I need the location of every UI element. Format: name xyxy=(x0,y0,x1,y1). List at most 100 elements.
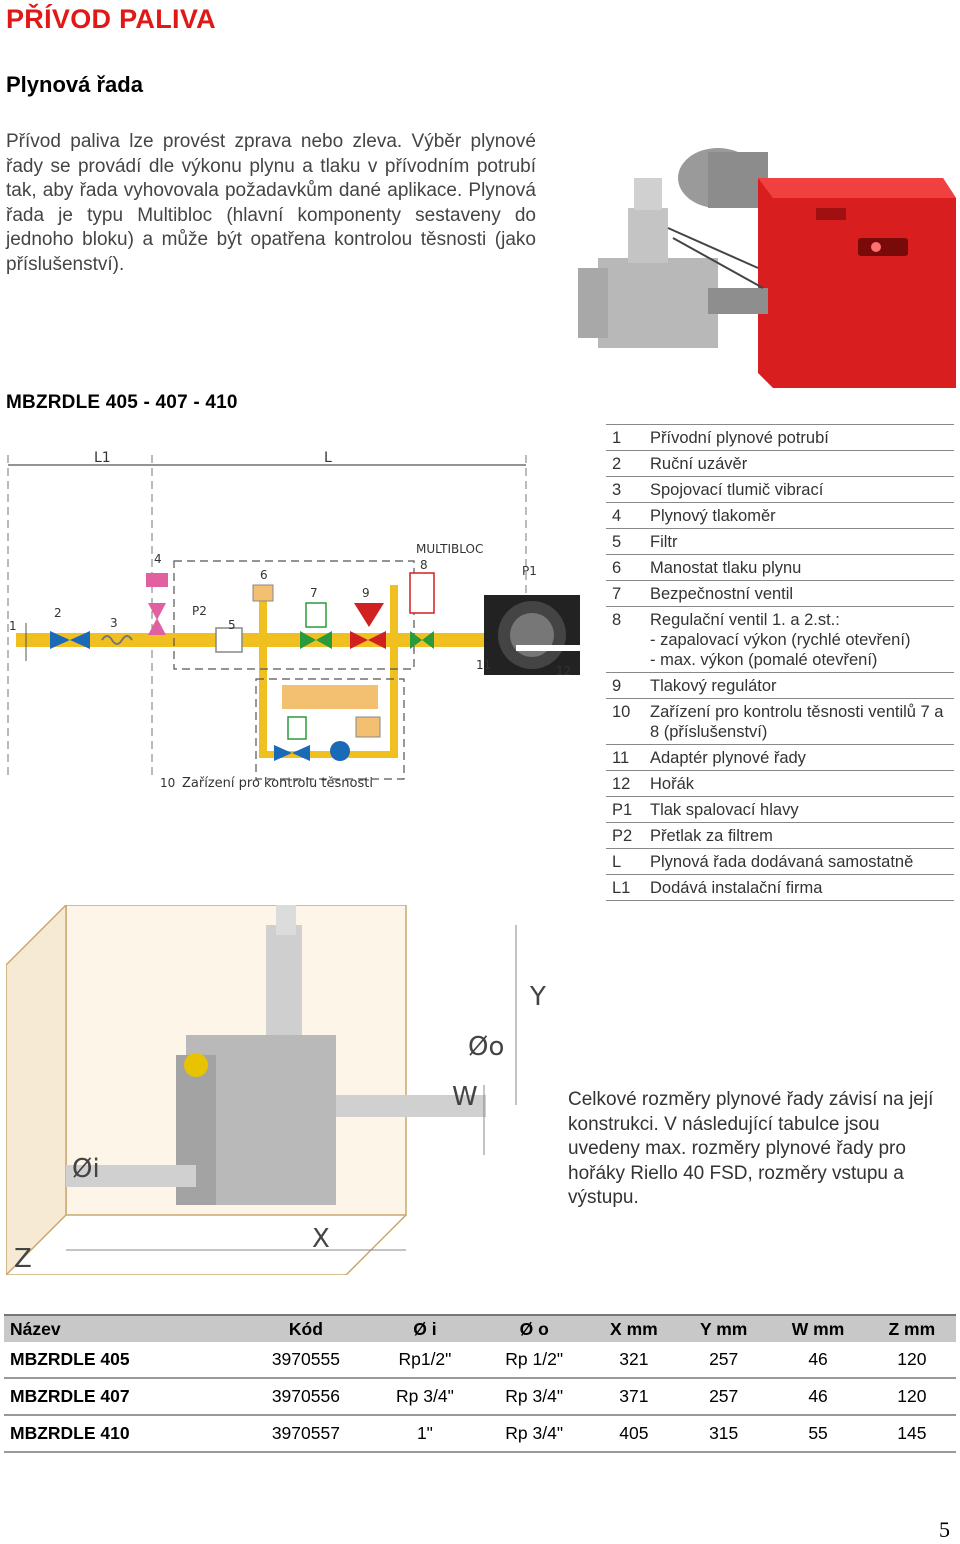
table-cell: 1" xyxy=(370,1415,480,1453)
dimension-drawing: Y W Øo Øi X Z xyxy=(6,905,554,1275)
table-row: MBZRDLE 405 3970555 Rp1/2" Rp 1/2" 321 2… xyxy=(4,1342,956,1379)
legend-text: Adaptér plynové řady xyxy=(650,749,806,767)
legend-text: Dodává instalační firma xyxy=(650,879,823,897)
legend-item: P2 Přetlak za filtrem xyxy=(606,823,954,849)
legend-number: 4 xyxy=(612,507,622,525)
legend-number: P1 xyxy=(612,801,633,819)
col-x-header: X mm xyxy=(588,1314,679,1342)
legend-number: L xyxy=(612,853,622,871)
col-inlet-header: Ø i xyxy=(370,1314,480,1342)
legend-item: 3 Spojovací tlumič vibrací xyxy=(606,477,954,503)
component-4-label: 4 xyxy=(154,552,162,566)
gas-train-diagram: L1 L MULTIBLOC 1 2 3 4 5 6 7 9 8 P2 P1 1 xyxy=(6,435,586,800)
dimensions-table: Název Kód Ø i Ø o X mm Y mm W mm Z mm MB… xyxy=(4,1314,956,1453)
table-cell: MBZRDLE 407 xyxy=(4,1378,242,1416)
leak-test-caption: Zařízení pro kontrolu těsnosti xyxy=(182,776,373,791)
legend-number: 3 xyxy=(612,481,622,499)
dimensions-note: Celkové rozměry plynové řady závisí na j… xyxy=(568,1089,934,1208)
table-cell: 315 xyxy=(678,1415,769,1453)
inlet-diameter-label: Øi xyxy=(72,1154,100,1184)
component-9-label: 9 xyxy=(362,586,370,600)
legend-text: Tlakový regulátor xyxy=(650,677,777,695)
col-z-header: Z mm xyxy=(867,1314,956,1342)
component-3-label: 3 xyxy=(110,616,118,630)
legend-number: 10 xyxy=(612,703,631,721)
legend-item: 10 Zařízení pro kontrolu těsnosti ventilů… xyxy=(606,699,954,745)
table-cell: Rp 1/2" xyxy=(479,1342,589,1379)
legend-text: Tlak spalovací hlavy xyxy=(650,801,799,819)
legend-number: 5 xyxy=(612,533,622,551)
component-5-label: 5 xyxy=(228,618,236,632)
page-title: PŘÍVOD PALIVA xyxy=(6,4,216,34)
legend-text: Hořák xyxy=(650,775,695,793)
legend-number: 7 xyxy=(612,585,622,603)
legend-item: 1 Přívodní plynové potrubí xyxy=(606,424,954,451)
legend-number: L1 xyxy=(612,879,631,897)
legend-number: P2 xyxy=(612,827,633,845)
legend-text: Ruční uzávěr xyxy=(650,455,748,473)
legend-text: Zařízení pro kontrolu těsnosti ventilů 7… xyxy=(650,703,944,741)
col-name-header: Název xyxy=(4,1314,242,1342)
dim-y-label: Y xyxy=(529,982,546,1012)
col-y-header: Y mm xyxy=(678,1314,769,1342)
table-cell: 55 xyxy=(768,1415,868,1453)
legend-text: Regulační ventil 1. a 2.st.: - zapalovac… xyxy=(650,611,911,669)
legend-number: 12 xyxy=(612,775,631,793)
table-cell: 3970555 xyxy=(241,1342,371,1379)
legend-item: 9 Tlakový regulátor xyxy=(606,673,954,699)
legend-text: Bezpečnostní ventil xyxy=(650,585,794,603)
legend-text: Přetlak za filtrem xyxy=(650,827,773,845)
page-number: 5 xyxy=(939,1517,950,1542)
component-2-label: 2 xyxy=(54,606,62,620)
legend-number: 1 xyxy=(612,429,622,447)
table-cell: Rp 3/4" xyxy=(370,1378,480,1416)
component-6-label: 6 xyxy=(260,568,268,582)
table-cell: 405 xyxy=(588,1415,679,1453)
multibloc-label: MULTIBLOC xyxy=(416,542,483,556)
legend-text: Plynová řada dodávaná samostatně xyxy=(650,853,914,871)
legend-item: 4 Plynový tlakoměr xyxy=(606,503,954,529)
legend-item: 2 Ruční uzávěr xyxy=(606,451,954,477)
table-row: MBZRDLE 407 3970556 Rp 3/4" Rp 3/4" 371 … xyxy=(4,1378,956,1416)
table-cell: Rp 3/4" xyxy=(479,1415,589,1453)
legend-number: 2 xyxy=(612,455,622,473)
component-11-label: 11 xyxy=(476,658,491,672)
legend-number: 9 xyxy=(612,677,622,695)
table-cell: Rp 3/4" xyxy=(479,1378,589,1416)
table-cell: 46 xyxy=(768,1342,868,1379)
table-cell: 120 xyxy=(867,1342,956,1379)
dim-z-label: Z xyxy=(14,1244,32,1274)
legend-number: 6 xyxy=(612,559,622,577)
dim-l-label: L xyxy=(324,450,332,466)
legend-item: 8 Regulační ventil 1. a 2.st.: - zapalova… xyxy=(606,607,954,673)
section-title: Plynová řada xyxy=(6,72,143,97)
dim-x-label: X xyxy=(312,1224,330,1254)
table-cell: 120 xyxy=(867,1378,956,1416)
table-cell: 371 xyxy=(588,1378,679,1416)
legend-list: 1 Přívodní plynové potrubí 2 Ruční uzávěr 3 S… xyxy=(606,424,954,901)
legend-text: Spojovací tlumič vibrací xyxy=(650,481,824,499)
table-cell: 145 xyxy=(867,1415,956,1453)
legend-item: 12 Hořák xyxy=(606,771,954,797)
burner-photo xyxy=(558,138,956,388)
p1-label: P1 xyxy=(522,564,537,578)
legend-text: Přívodní plynové potrubí xyxy=(650,429,829,447)
table-header-row: Název Kód Ø i Ø o X mm Y mm W mm Z mm xyxy=(4,1314,956,1342)
component-1-label: 1 xyxy=(9,619,17,633)
table-cell: 257 xyxy=(678,1378,769,1416)
legend-number: 8 xyxy=(612,611,622,629)
component-7-label: 7 xyxy=(310,586,318,600)
component-10-label: 10 xyxy=(160,776,175,790)
legend-item: 7 Bezpečnostní ventil xyxy=(606,581,954,607)
component-8-label: 8 xyxy=(420,558,428,572)
legend-item: L Plynová řada dodávaná samostatně xyxy=(606,849,954,875)
p2-label: P2 xyxy=(192,604,207,618)
table-cell: 257 xyxy=(678,1342,769,1379)
table-cell: 46 xyxy=(768,1378,868,1416)
table-cell: MBZRDLE 405 xyxy=(4,1342,242,1379)
dim-l1-label: L1 xyxy=(94,450,111,466)
table-cell: MBZRDLE 410 xyxy=(4,1415,242,1453)
legend-text: Plynový tlakoměr xyxy=(650,507,776,525)
